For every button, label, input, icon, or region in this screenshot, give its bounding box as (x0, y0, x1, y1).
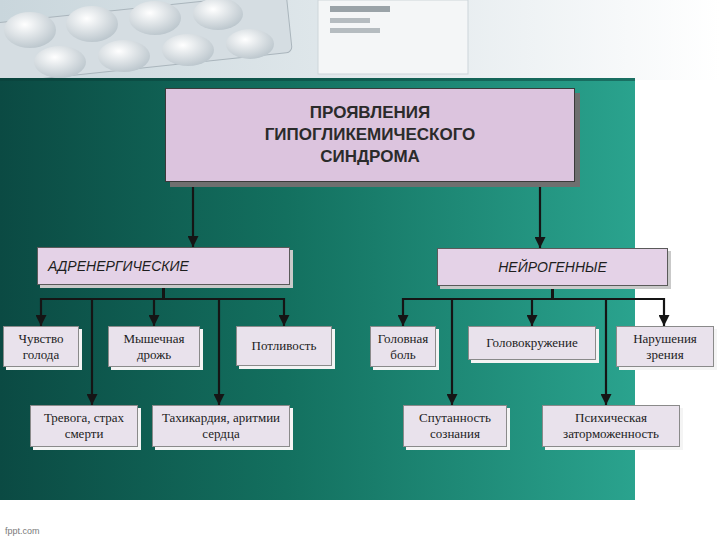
node-text: Головокружение (486, 335, 577, 351)
symptom-box: Чувство голода (3, 326, 79, 367)
symptom-box: Тревога, страх смерти (30, 405, 138, 447)
node-text: Мышечная дрожь (114, 331, 194, 362)
group-header: АДРЕНЕРГИЧЕСКИЕ (37, 247, 290, 285)
node-text: НЕЙРОГЕННЫЕ (498, 259, 607, 275)
symptom-box: Спутанность сознания (403, 405, 507, 447)
connector-arrow (553, 286, 665, 326)
panel-edge (0, 78, 635, 81)
node-text: Тахикардия, аритмии сердца (158, 410, 284, 441)
connector-arrow (403, 286, 553, 326)
connector-arrow (154, 285, 164, 326)
node-text: ПРОЯВЛЕНИЯ ГИПОГЛИКЕМИЧЕСКОГО СИНДРОМА (245, 102, 495, 168)
symptom-box: Психическая заторможенность (542, 405, 680, 447)
symptom-box: Тахикардия, аритмии сердца (152, 405, 290, 447)
node-text: Чувство голода (9, 331, 73, 362)
vial (318, 0, 468, 74)
connector-arrow (532, 286, 553, 326)
connector-arrow (164, 285, 285, 326)
symptom-box: Головокружение (468, 326, 596, 360)
node-text: Потливость (252, 338, 317, 354)
node-text: Психическая заторможенность (548, 410, 674, 441)
symptom-box: Мышечная дрожь (108, 326, 200, 367)
node-text: АДРЕНЕРГИЧЕСКИЕ (48, 258, 279, 274)
watermark: fppt.com (5, 526, 40, 536)
node-text: Тревога, страх смерти (36, 410, 132, 441)
connector-arrow (539, 182, 541, 248)
teal-panel (0, 78, 635, 500)
node-text: Нарушения зрения (622, 331, 708, 362)
node-text: Головная боль (376, 331, 430, 362)
symptom-box: Головная боль (370, 326, 436, 367)
connector-arrow (192, 182, 194, 247)
node-text: Спутанность сознания (409, 410, 501, 441)
title-box: ПРОЯВЛЕНИЯ ГИПОГЛИКЕМИЧЕСКОГО СИНДРОМА (165, 88, 575, 182)
pill-blister (0, 0, 292, 84)
group-header: НЕЙРОГЕННЫЕ (437, 248, 668, 286)
symptom-box: Нарушения зрения (616, 326, 714, 367)
connector-arrow (41, 285, 164, 326)
symptom-box: Потливость (236, 326, 332, 366)
